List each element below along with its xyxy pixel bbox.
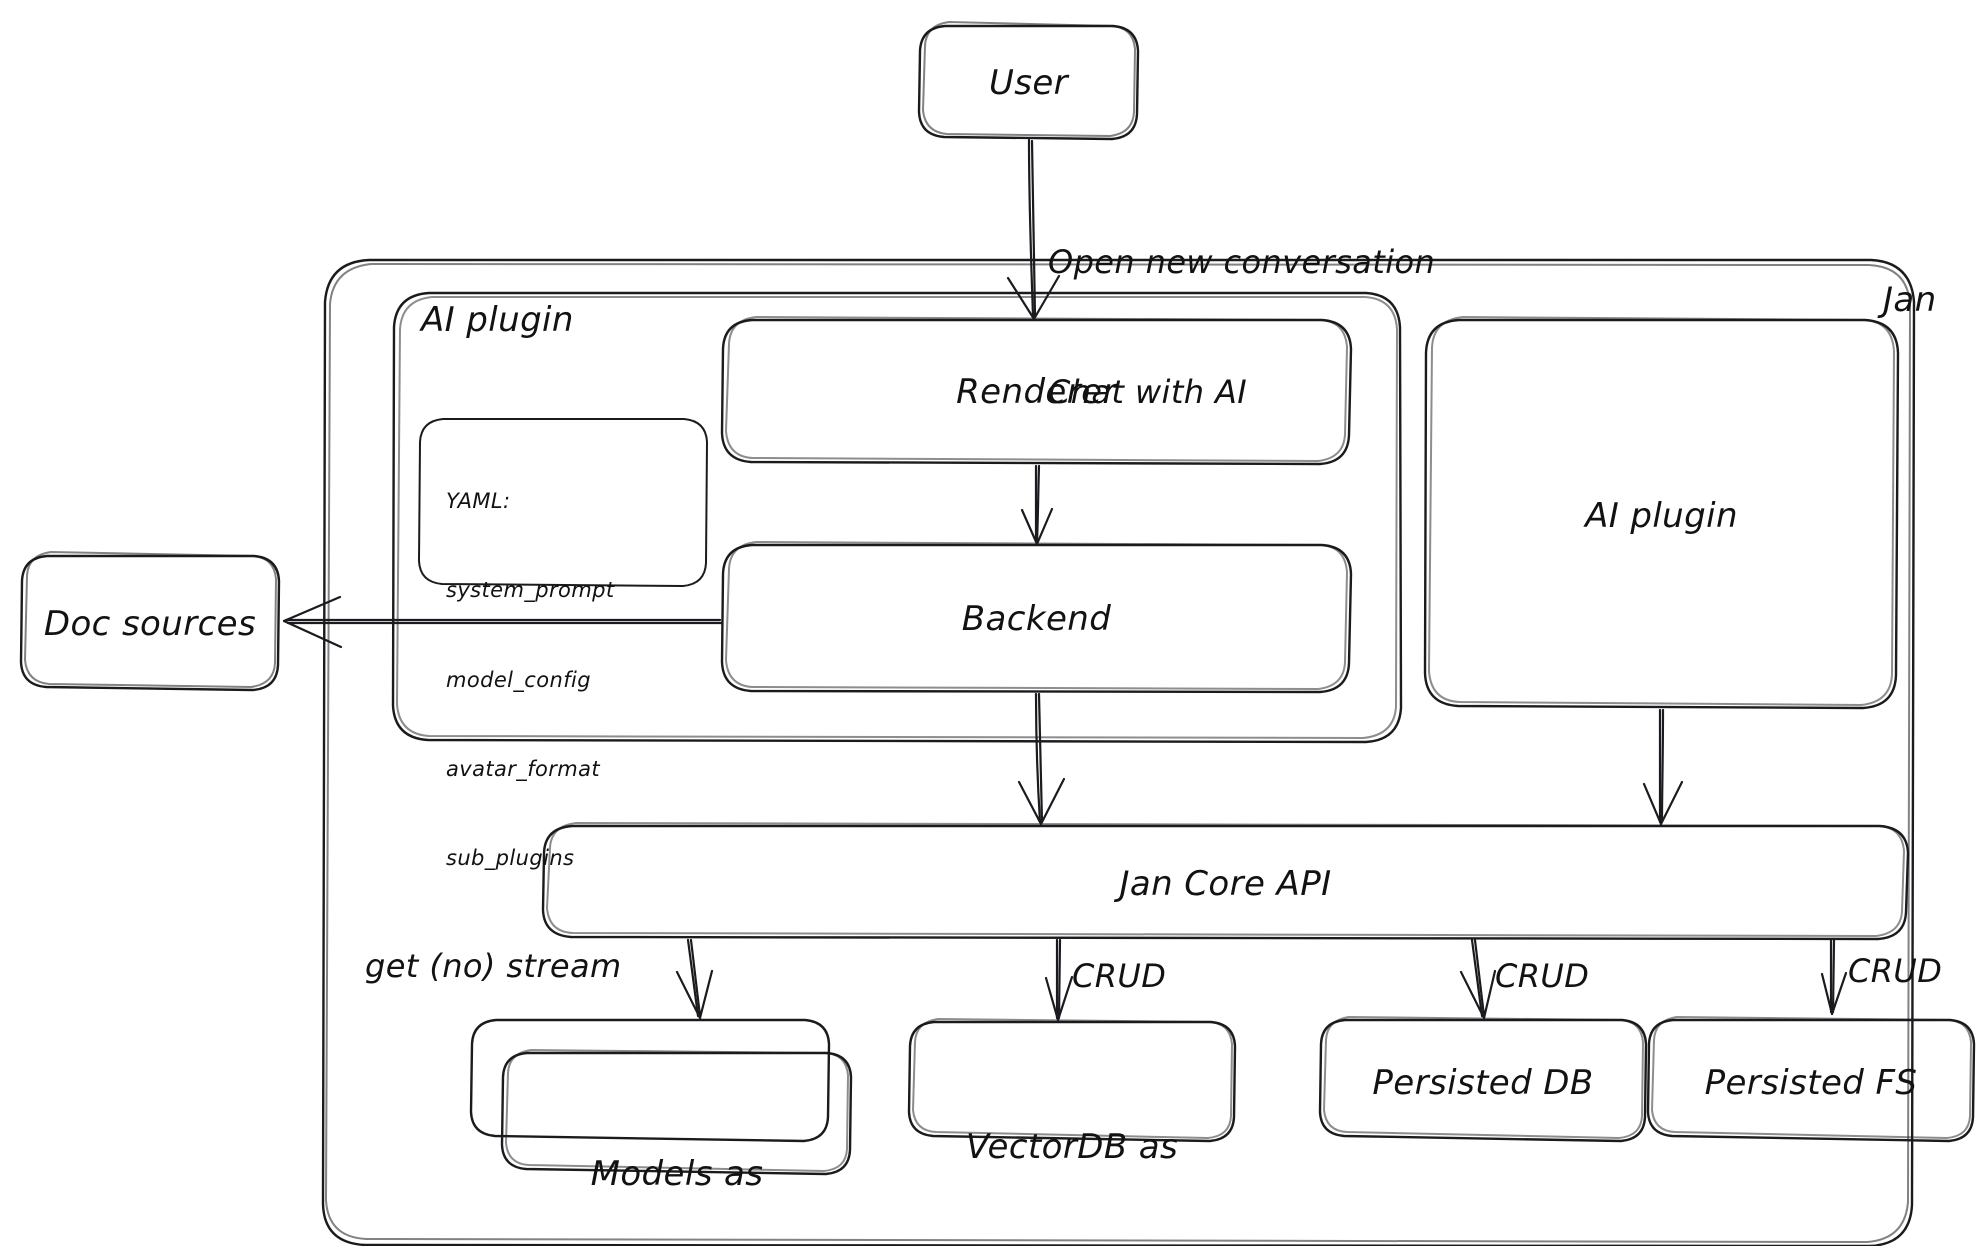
node-label-renderer[interactable]: Renderer bbox=[956, 372, 1117, 412]
edge-core-to-vectordb bbox=[1044, 938, 1074, 1022]
node-label-models-as-plugin[interactable]: Models as plugin bbox=[503, 1064, 851, 1246]
node-label-vectordb-line1: VectorDB as bbox=[965, 1127, 1179, 1168]
node-label-models-line1: Models as bbox=[590, 1154, 764, 1195]
edge-label-user-to-renderer: Open new conversation Chat with AI bbox=[1048, 155, 1435, 501]
edge-label-get-no-stream: get (no) stream bbox=[365, 947, 622, 985]
yaml-note-line-4: sub_plugins bbox=[446, 846, 575, 871]
node-jan-core-api-outline bbox=[541, 822, 1910, 941]
yaml-note-line-1: system_prompt bbox=[446, 578, 615, 603]
edge-label-user-line1: Open new conversation bbox=[1048, 243, 1436, 282]
edge-label-crud-persisted-db: CRUD bbox=[1495, 957, 1590, 995]
node-label-ai-plugin[interactable]: AI plugin bbox=[1585, 496, 1738, 536]
node-backend-outline bbox=[720, 541, 1353, 694]
yaml-note-line-3: avatar_format bbox=[446, 756, 601, 781]
node-user-outline bbox=[917, 21, 1140, 141]
yaml-note-line-0: YAML: bbox=[446, 488, 511, 513]
node-label-vectordb-as-plugin[interactable]: VectorDB as plugin bbox=[909, 1037, 1235, 1246]
node-persisted-db-outline bbox=[1318, 1016, 1648, 1143]
edge-renderer-to-backend bbox=[1020, 464, 1054, 546]
container-ai-plugin-group-outline bbox=[391, 291, 1403, 744]
node-label-user[interactable]: User bbox=[988, 63, 1069, 103]
node-models-as-plugin-outline bbox=[469, 1018, 853, 1176]
node-label-backend[interactable]: Backend bbox=[961, 599, 1112, 639]
node-label-persisted-db[interactable]: Persisted DB bbox=[1372, 1063, 1594, 1103]
edge-backend-to-doc-sources bbox=[282, 595, 724, 649]
node-label-jan-core-api[interactable]: Jan Core API bbox=[1119, 864, 1332, 904]
edge-label-crud-vectordb: CRUD bbox=[1072, 957, 1167, 995]
yaml-note-line-2: model_config bbox=[446, 667, 591, 692]
node-label-persisted-fs[interactable]: Persisted FS bbox=[1704, 1063, 1918, 1103]
edge-aiplugin-to-core bbox=[1642, 708, 1684, 826]
node-renderer-outline bbox=[720, 316, 1353, 466]
yaml-note: YAML: system_prompt model_config avatar_… bbox=[446, 427, 614, 934]
node-yaml-note-outline bbox=[418, 418, 708, 587]
node-label-doc-sources[interactable]: Doc sources bbox=[43, 604, 257, 644]
edge-core-to-persisted-fs bbox=[1820, 938, 1848, 1016]
edge-backend-to-core bbox=[1017, 692, 1066, 826]
container-jan-outline bbox=[321, 258, 1916, 1246]
edge-core-to-persisted-db bbox=[1459, 938, 1497, 1020]
edge-label-crud-persisted-fs: CRUD bbox=[1848, 952, 1943, 990]
node-doc-sources-outline bbox=[19, 551, 281, 692]
edge-core-to-models bbox=[675, 938, 714, 1020]
edge-user-to-renderer bbox=[1006, 138, 1061, 321]
node-ai-plugin-outline bbox=[1423, 316, 1900, 710]
container-label-jan: Jan bbox=[1883, 280, 1937, 320]
node-persisted-fs-outline bbox=[1646, 1016, 1976, 1143]
edge-label-user-line2: Chat with AI bbox=[1048, 372, 1248, 411]
node-vectordb-as-plugin-outline bbox=[907, 1018, 1237, 1143]
container-label-ai-plugin-group: AI plugin bbox=[421, 300, 574, 340]
